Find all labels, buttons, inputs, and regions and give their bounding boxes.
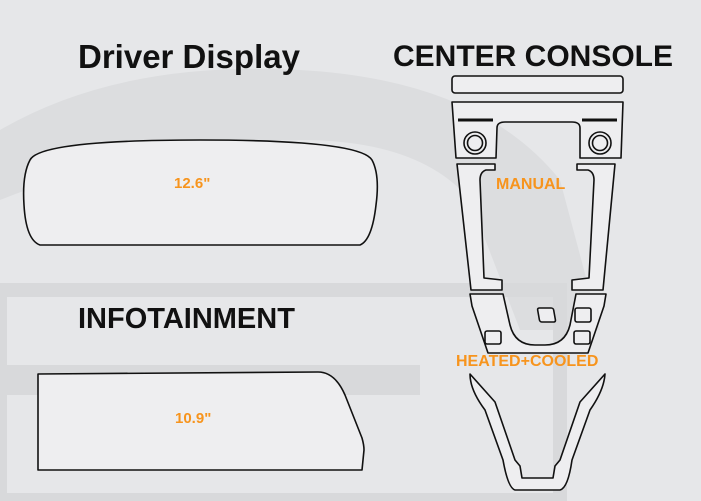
- infotainment-title: INFOTAINMENT: [78, 303, 295, 335]
- console-variant-manual: MANUAL: [496, 176, 566, 193]
- center-console-title: CENTER CONSOLE: [393, 40, 674, 73]
- driver-display-title: Driver Display: [78, 38, 300, 75]
- center-console-parts: [451, 75, 624, 491]
- infotainment-size: 10.9": [175, 410, 212, 427]
- driver-display-size: 12.6": [174, 175, 211, 192]
- console-variant-heated-cooled: HEATED+COOLED: [456, 353, 599, 370]
- driver-display-outline: [22, 139, 379, 246]
- infotainment-outline: [37, 371, 365, 471]
